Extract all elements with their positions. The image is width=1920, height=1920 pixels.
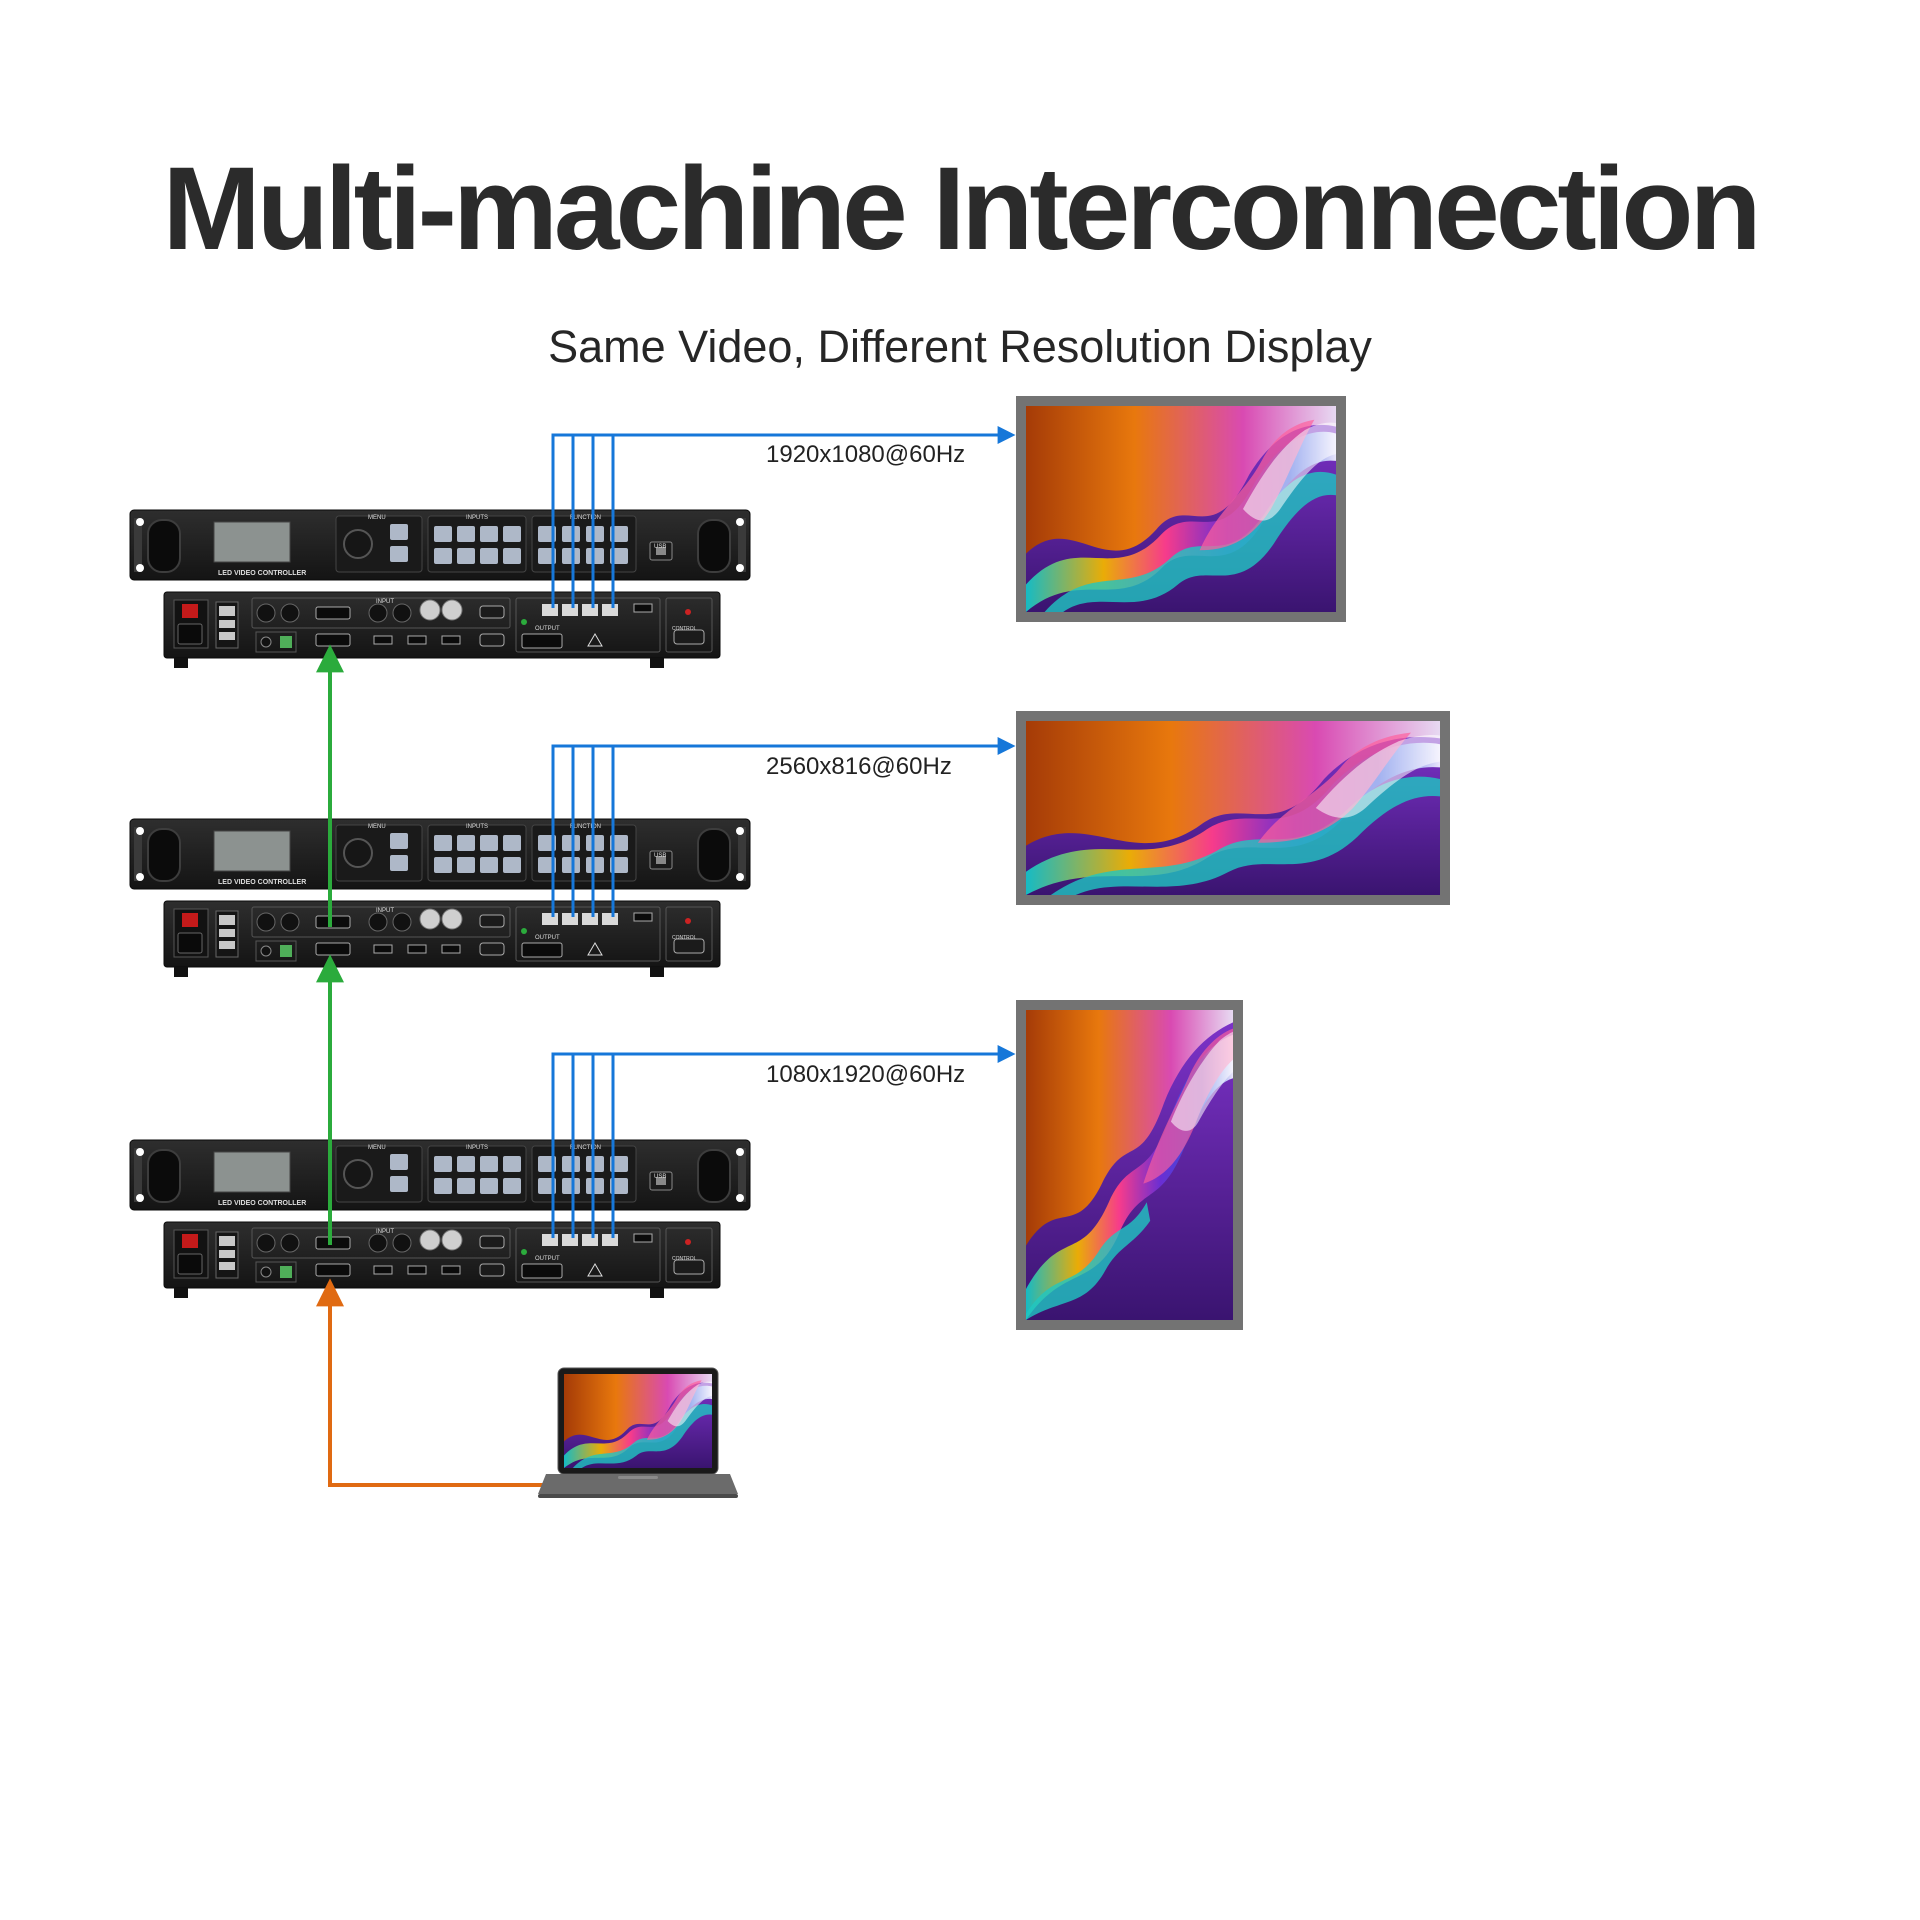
inputs-label: INPUTS bbox=[466, 824, 488, 830]
page-subtitle: Same Video, Different Resolution Display bbox=[548, 321, 1372, 372]
control-label: CONTROL bbox=[672, 1256, 697, 1262]
output-lines-top bbox=[551, 426, 1016, 608]
display-top bbox=[1016, 396, 1346, 622]
input-label: INPUT bbox=[376, 908, 394, 914]
resolution-label-top: 1920x1080@60Hz bbox=[766, 441, 965, 468]
inputs-label: INPUTS bbox=[466, 515, 488, 521]
display-middle bbox=[1016, 711, 1450, 905]
inputs-label: INPUTS bbox=[466, 1145, 488, 1151]
output-label: OUTPUT bbox=[535, 1256, 560, 1262]
output-lines-middle bbox=[551, 737, 1016, 917]
display-bottom bbox=[1016, 1000, 1243, 1330]
output-lines-bottom bbox=[551, 1045, 1016, 1238]
control-label: CONTROL bbox=[672, 935, 697, 941]
resolution-label-middle: 2560x816@60Hz bbox=[766, 753, 952, 780]
input-label: INPUT bbox=[376, 599, 394, 605]
front-label: LED VIDEO CONTROLLER bbox=[218, 1200, 306, 1207]
function-label: FUNCTION bbox=[570, 824, 601, 830]
menu-label: MENU bbox=[368, 824, 386, 830]
function-label: FUNCTION bbox=[570, 515, 601, 521]
usb-label: USB bbox=[654, 544, 666, 550]
resolution-label-bottom: 1080x1920@60Hz bbox=[766, 1061, 965, 1088]
output-label: OUTPUT bbox=[535, 935, 560, 941]
page-title: Multi-machine Interconnection bbox=[162, 143, 1761, 275]
usb-label: USB bbox=[654, 853, 666, 859]
controller-top: LED VIDEO CONTROLLER MENU INPUTS FUNCTIO… bbox=[129, 509, 751, 669]
function-label: FUNCTION bbox=[570, 1145, 601, 1151]
input-label: INPUT bbox=[376, 1229, 394, 1235]
front-label: LED VIDEO CONTROLLER bbox=[218, 570, 306, 577]
source-line bbox=[316, 1278, 560, 1487]
usb-label: USB bbox=[654, 1174, 666, 1180]
menu-label: MENU bbox=[368, 515, 386, 521]
controller-middle: LED VIDEO CONTROLLER MENU INPUTS FUNCTIO… bbox=[129, 818, 751, 978]
output-label: OUTPUT bbox=[535, 626, 560, 632]
laptop bbox=[538, 1367, 738, 1498]
menu-label: MENU bbox=[368, 1145, 386, 1151]
control-label: CONTROL bbox=[672, 626, 697, 632]
front-label: LED VIDEO CONTROLLER bbox=[218, 879, 306, 886]
controller-bottom: LED VIDEO CONTROLLER MENU INPUTS FUNCTIO… bbox=[129, 1139, 751, 1299]
